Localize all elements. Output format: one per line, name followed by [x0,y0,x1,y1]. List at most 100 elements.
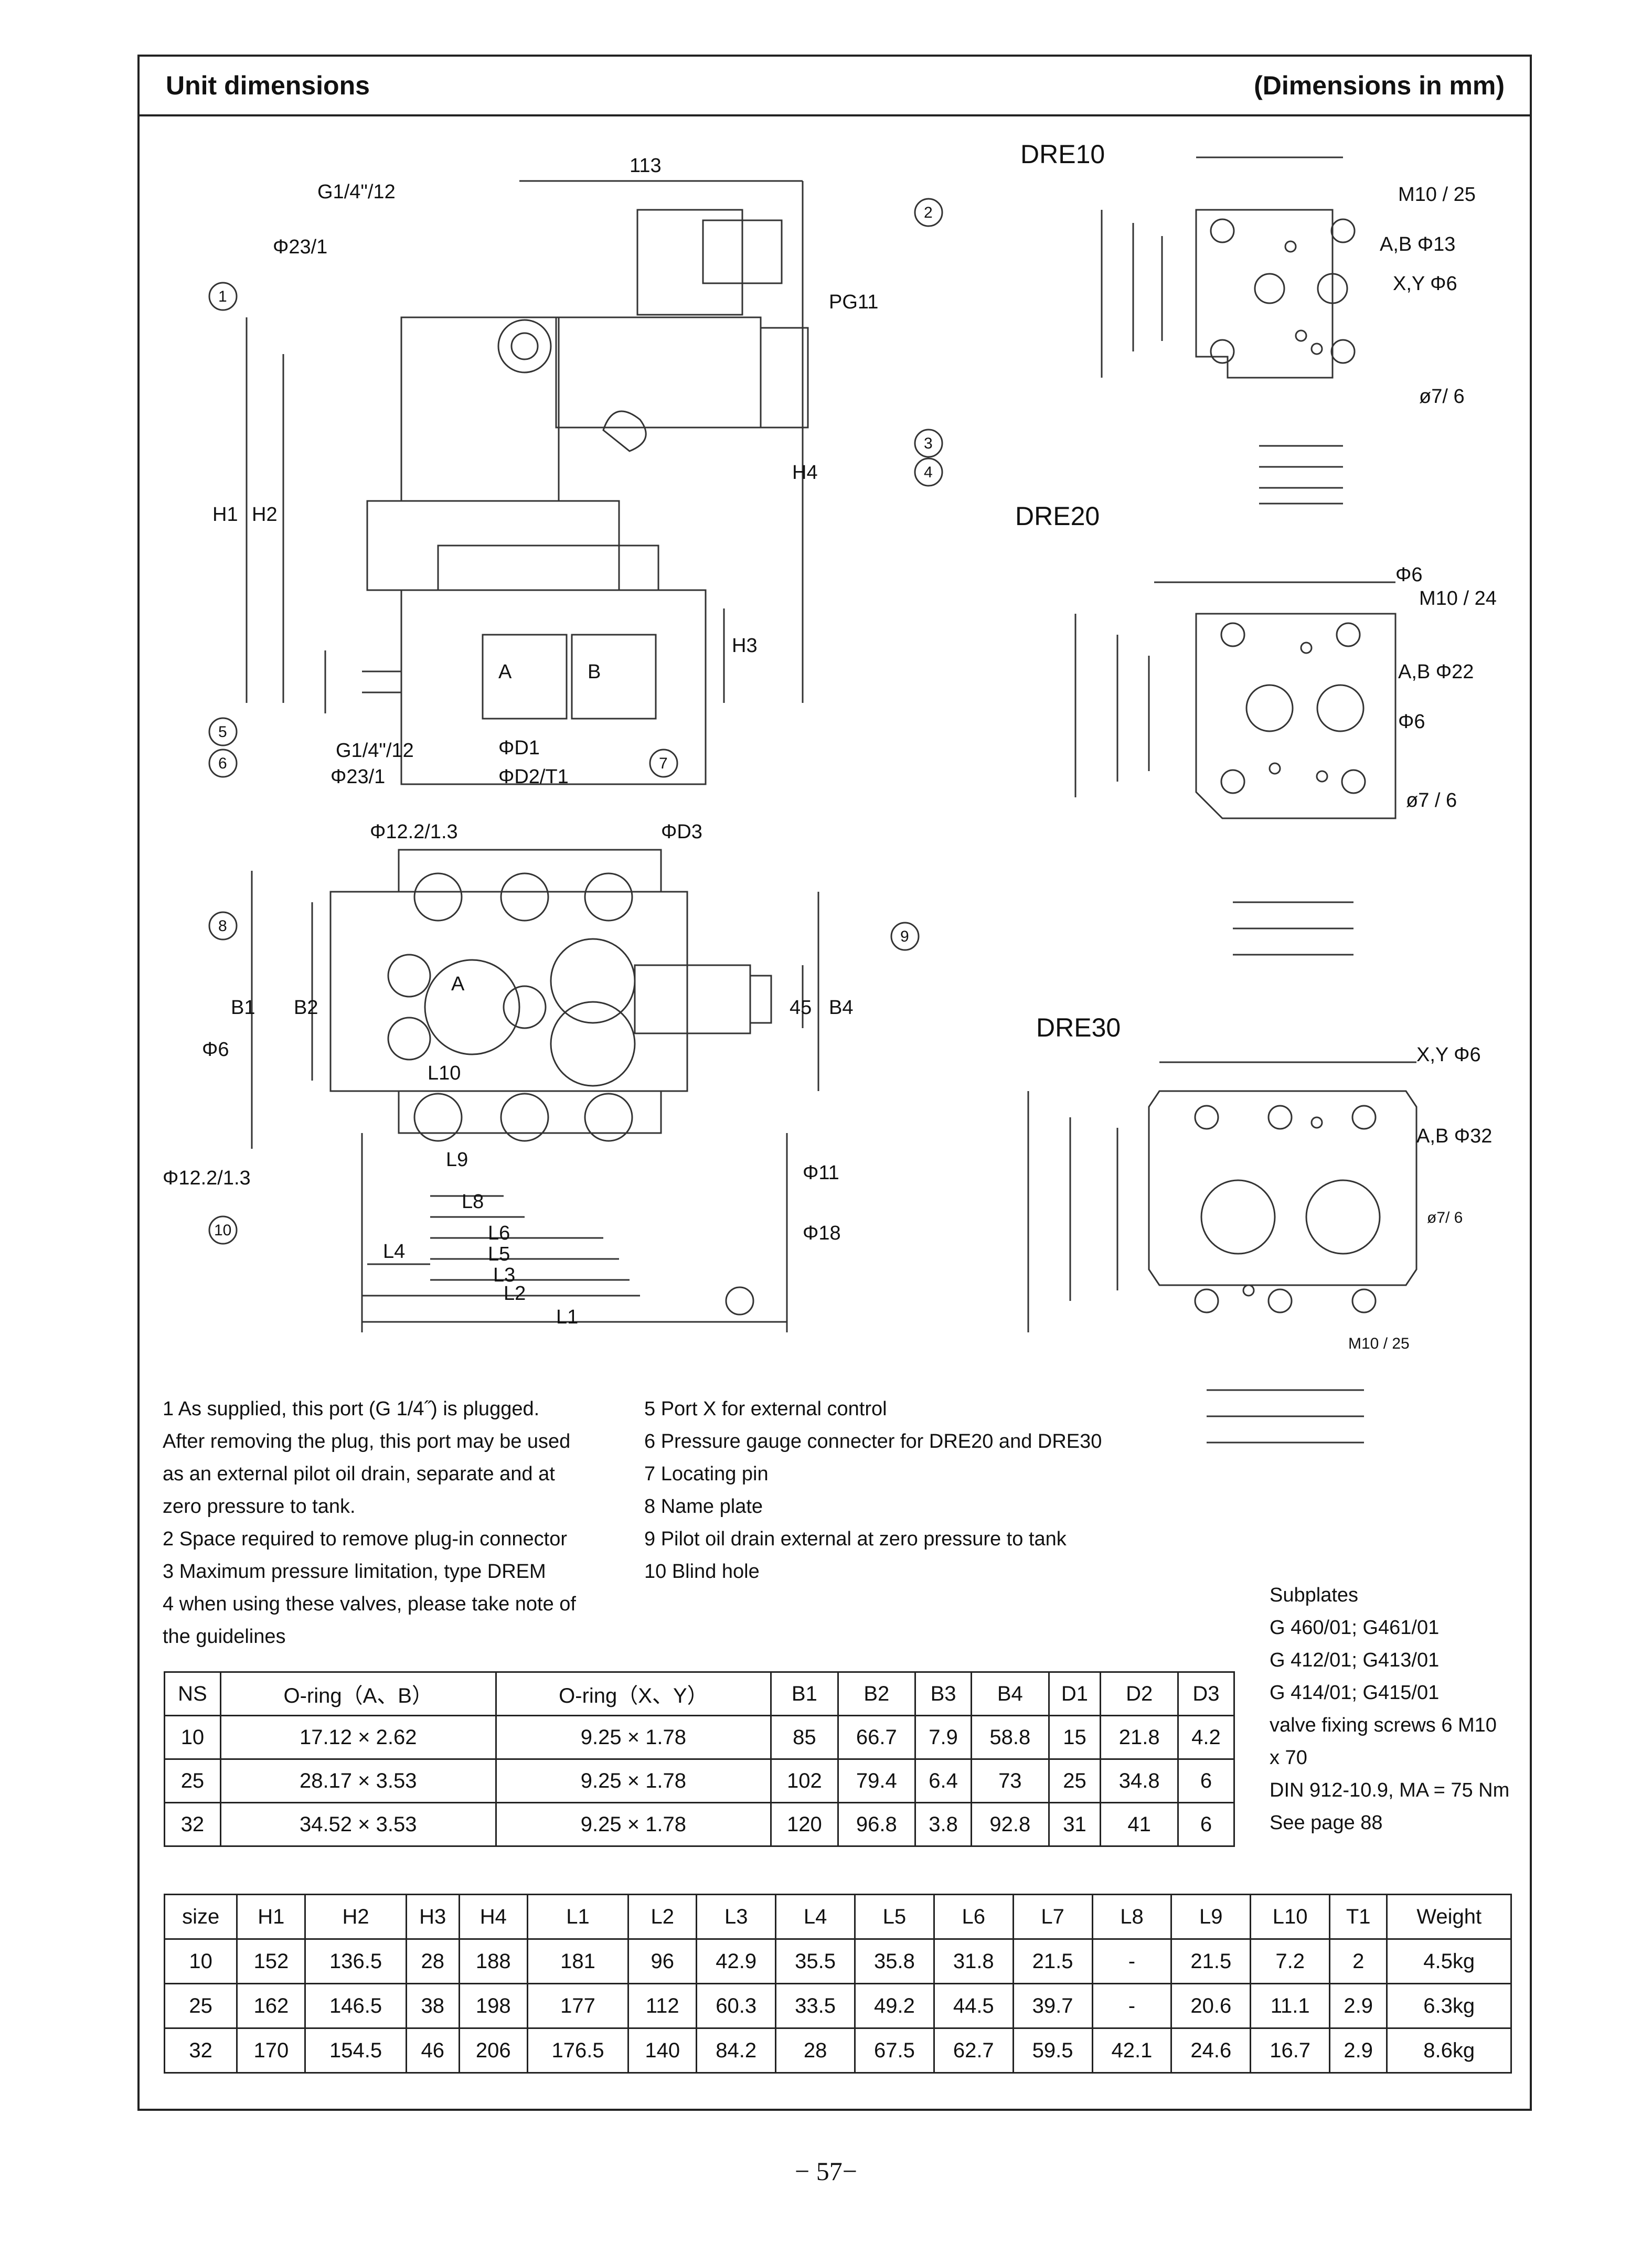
header-cell: L9 [1170,1894,1252,1940]
callout-6: 6 [218,755,227,772]
table-cell: 6.4 [914,1758,973,1803]
side-h1-label: H1 [212,504,238,526]
callout-4: 4 [924,464,933,481]
side-g1b-label: G1/4"/12 [336,740,414,762]
dre20-drawing [1074,581,1397,956]
table-cell: 10 [164,1715,221,1760]
dre10-o-label: ø7/ 6 [1419,386,1465,408]
header-cell: L3 [696,1894,777,1940]
table-cell: 176.5 [526,2027,630,2074]
top-l6-label: L6 [488,1222,510,1244]
header-cell: D2 [1100,1671,1179,1716]
top-p18-label: Φ18 [803,1222,841,1244]
table-cell: 31 [1048,1802,1102,1847]
top-b2-label: B2 [294,997,318,1019]
table-cell: 42.1 [1091,2027,1173,2074]
header-cell: T1 [1329,1894,1388,1940]
side-h3-label: H3 [732,635,758,657]
callout-9: 9 [900,928,909,945]
top-b1-label: B1 [231,997,255,1019]
header-cell: B3 [914,1671,973,1716]
top-pd3-label: ΦD3 [661,821,702,843]
table-cell: 120 [770,1802,839,1847]
side-d1-label: Φ23/1 [273,236,328,258]
table-cell: 20.6 [1170,1983,1252,2029]
top-p6-label: Φ6 [202,1039,229,1061]
header-cell: B1 [770,1671,839,1716]
dre20-m-label: M10 / 24 [1419,588,1497,610]
top-b4-label: B4 [829,997,854,1019]
table-cell: 9.25 × 1.78 [495,1802,772,1847]
subplates-info: Subplates G 460/01; G461/01 G 412/01; G4… [1270,1579,1509,1839]
header-cell: size [163,1894,238,1940]
table-cell: 41 [1100,1802,1179,1847]
table-cell: 62.7 [933,2027,1014,2074]
side-h4-label: H4 [792,462,818,484]
subplates-line: G 460/01; G461/01 [1270,1617,1440,1639]
callout-1: 1 [218,288,227,305]
top-l3-label: L3 [493,1264,516,1286]
table-cell: 21.8 [1100,1715,1179,1760]
note-line: the guidelines [163,1626,286,1648]
table-cell: 11.1 [1250,1983,1331,2029]
dre10-drawing [1101,156,1356,505]
dre10-xy-label: X,Y Φ6 [1393,273,1457,295]
page-frame: Unit dimensions (Dimensions in mm) [137,55,1532,2111]
header-cell: B4 [971,1671,1050,1716]
dre10-ab-label: A,B Φ13 [1380,233,1456,255]
header-cell: Weight [1386,1894,1512,1940]
table-cell: 34.8 [1100,1758,1179,1803]
page-number: − 57− [795,2156,857,2186]
note-line: 6 Pressure gauge connecter for DRE20 and… [644,1430,1102,1452]
note-line: 10 Blind hole [644,1561,760,1583]
header-cell: L5 [854,1894,935,1940]
table-cell: 24.6 [1170,2027,1252,2074]
table-cell: 206 [458,2027,528,2074]
header-cell: L7 [1012,1894,1093,1940]
header-cell: H4 [458,1894,528,1940]
table-cell: 96 [627,1938,698,1984]
header-cell: H2 [304,1894,407,1940]
callout-bubbles [208,198,943,1316]
table-cell: 154.5 [304,2027,407,2074]
header-cell: L8 [1091,1894,1173,1940]
top-l10-label: L10 [428,1062,461,1084]
header-cell: O-ring（A、B） [219,1671,497,1716]
top-p122-label: Φ12.2/1.3 [370,821,458,843]
top-l9-label: L9 [446,1149,468,1171]
note-line: After removing the plug, this port may b… [163,1430,571,1452]
note-line: 1 As supplied, this port (G 1/4˝) is plu… [163,1398,540,1420]
note-line: 9 Pilot oil drain external at zero press… [644,1528,1067,1550]
table-cell: 140 [627,2027,698,2074]
callout-3: 3 [924,435,933,452]
header-cell: H1 [236,1894,306,1940]
subplates-line: G 414/01; G415/01 [1270,1682,1440,1704]
table-cell: 3.8 [914,1802,973,1847]
header-cell: D3 [1177,1671,1235,1716]
table-cell: 6 [1177,1802,1235,1847]
note-line: 8 Name plate [644,1496,763,1518]
notes-right: 5 Port X for external control 6 Pressure… [644,1393,1102,1588]
side-d1b-label: Φ23/1 [331,766,386,788]
subplates-line: See page 88 [1270,1812,1383,1834]
table-cell: 10 [163,1938,238,1984]
table-cell: 28 [775,2027,856,2074]
header-cell: O-ring（X、Y） [495,1671,772,1716]
dre30-drawing [1027,1061,1417,1444]
subplates-line: x 70 [1270,1747,1307,1769]
dre30-ab-label: A,B Φ32 [1416,1125,1493,1147]
table-cell: 2.9 [1329,2027,1388,2074]
side-w-label: 113 [630,155,662,177]
table-cell: 21.5 [1170,1938,1252,1984]
callout-5: 5 [218,723,227,741]
top-a-label: A [451,973,465,995]
table-cell: 84.2 [696,2027,777,2074]
table-cell: 42.9 [696,1938,777,1984]
table-cell: 58.8 [971,1715,1050,1760]
side-pg-label: PG11 [829,291,879,313]
table-cell: 7.9 [914,1715,973,1760]
table-cell: 181 [526,1938,630,1984]
table-cell: 4.5kg [1386,1938,1512,1984]
